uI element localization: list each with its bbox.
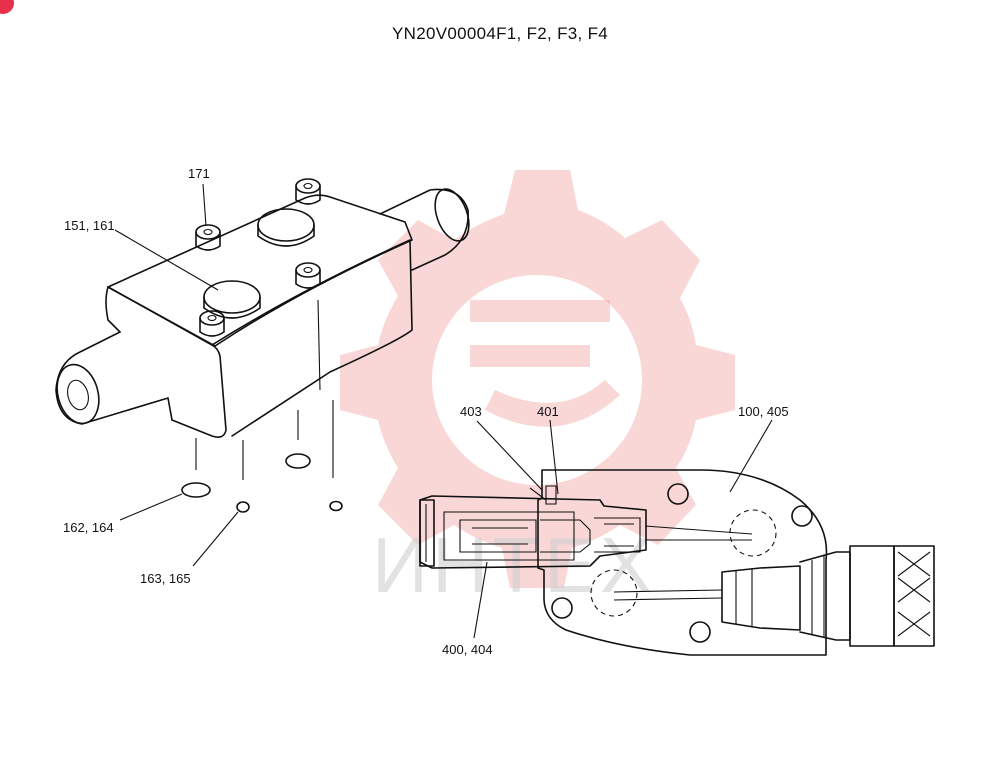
callout-401: 401 (537, 404, 559, 419)
leader-lines (114, 183, 773, 639)
diagram-title: YN20V00004F1, F2, F3, F4 (391, 24, 609, 43)
small-plug-3 (295, 262, 321, 289)
watermark-gear-logo: ИНТЕХ (340, 170, 735, 609)
small-plug-4 (199, 310, 225, 337)
corner-badge (0, 0, 14, 14)
small-plug-1 (195, 224, 221, 251)
callout-151-161: 151, 161 (64, 218, 115, 233)
valve-cross-section (419, 469, 935, 656)
callout-400-404: 400, 404 (442, 642, 493, 657)
callout-162-164: 162, 164 (63, 520, 114, 535)
callout-163-165: 163, 165 (140, 571, 191, 586)
watermark-text: ИНТЕХ (372, 521, 656, 609)
valve-block (55, 178, 470, 480)
callout-403: 403 (460, 404, 482, 419)
small-plug-2 (295, 178, 321, 205)
callout-100-405: 100, 405 (738, 404, 789, 419)
callout-171: 171 (188, 166, 210, 181)
o-rings (181, 453, 343, 513)
